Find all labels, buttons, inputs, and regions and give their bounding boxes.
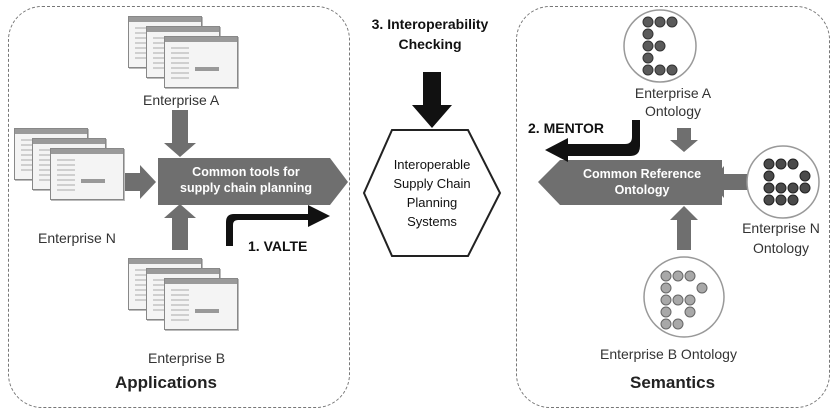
enterprise-b-label: Enterprise B — [148, 350, 226, 366]
applications-title: Applications — [115, 373, 218, 392]
arrow-ontology-n-left — [710, 166, 752, 198]
enterprise-n-label: Enterprise N — [38, 230, 116, 246]
ontology-a-label: Enterprise A Ontology — [618, 84, 728, 120]
interoperability-checking-label: 3. Interoperability Checking — [350, 14, 510, 54]
application-window-icon — [50, 148, 124, 200]
ontology-b-label: Enterprise B Ontology — [600, 346, 737, 362]
systems-line3: Planning — [406, 195, 458, 210]
common-ref-line1: Common Reference — [582, 167, 702, 181]
common-tools-line1: Common tools for — [192, 165, 300, 179]
semantics-panel — [516, 6, 830, 408]
interoperable-systems-label: Interoperable Supply Chain Planning Syst… — [374, 155, 490, 231]
common-reference-arrow — [538, 160, 722, 205]
ontology-a-line1: Enterprise A — [634, 85, 712, 101]
ontology-n-graph — [746, 145, 820, 219]
arrow-enterprise-n-right — [115, 165, 156, 199]
valte-label: 1. VALTE — [248, 238, 308, 254]
step3-line1: 3. Interoperability — [371, 16, 489, 32]
common-tools-line2: supply chain planning — [180, 181, 312, 195]
ontology-n-line2: Ontology — [752, 240, 810, 256]
interoperable-systems-hexagon — [362, 129, 502, 257]
application-window-icon — [164, 278, 238, 330]
common-tools-arrow — [158, 158, 348, 205]
systems-line4: Systems — [407, 214, 457, 229]
ontology-a-line2: Ontology — [644, 103, 702, 119]
common-tools-label: Common tools for supply chain planning — [160, 164, 332, 196]
arrow-ontology-a-down — [670, 128, 698, 152]
ontology-b-graph — [643, 256, 725, 338]
semantics-title: Semantics — [630, 373, 716, 392]
systems-line2: Supply Chain — [393, 176, 471, 191]
step3-line2: Checking — [398, 36, 462, 52]
common-ref-line2: Ontology — [614, 183, 670, 197]
mentor-label: 2. MENTOR — [528, 120, 604, 136]
ontology-n-label: Enterprise N Ontology — [728, 218, 834, 258]
ontology-a-graph — [623, 9, 697, 83]
enterprise-a-label: Enterprise A — [143, 92, 220, 108]
arrow-ontology-b-up — [670, 206, 698, 250]
application-window-icon — [164, 36, 238, 88]
arrow-enterprise-a-down — [164, 110, 196, 157]
interoperability-arrow — [412, 72, 452, 128]
applications-panel — [8, 6, 350, 408]
valte-arrow — [226, 205, 330, 246]
arrow-enterprise-b-up — [164, 204, 196, 250]
ontology-n-line1: Enterprise N — [742, 220, 820, 236]
systems-line1: Interoperable — [393, 157, 471, 172]
mentor-arrow — [545, 120, 640, 162]
common-reference-label: Common Reference Ontology — [562, 166, 722, 198]
